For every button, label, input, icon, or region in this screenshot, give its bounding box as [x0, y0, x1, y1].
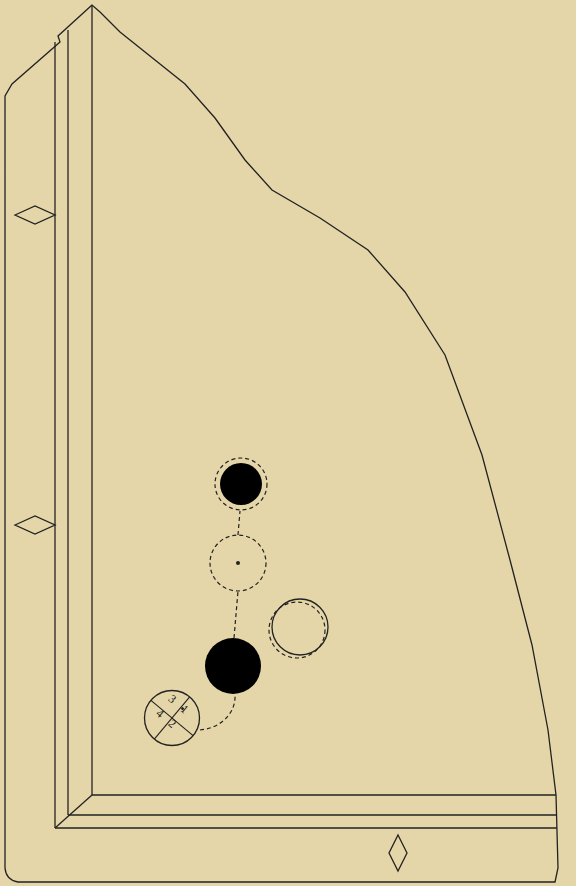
- cue-path: [200, 695, 235, 730]
- quadrant-number: 3: [166, 692, 178, 705]
- rail-line: [54, 42, 55, 828]
- object-ball-outline: [272, 599, 328, 655]
- ball-circle: [145, 691, 200, 746]
- corner-line: [55, 795, 92, 828]
- ball-path: [234, 591, 238, 638]
- quadrant-number: 2: [166, 717, 178, 730]
- rail-line: [55, 827, 557, 828]
- cushion-line: [92, 794, 556, 795]
- quadrant-number: 1: [179, 703, 191, 716]
- quadrant-number: 4: [154, 707, 166, 720]
- center-dot: [236, 561, 240, 565]
- object-ball: [220, 463, 262, 505]
- diamond-sight: [15, 206, 55, 224]
- diamond-sight: [15, 516, 55, 534]
- diamond-sight: [389, 835, 407, 871]
- table-outline: [5, 5, 558, 882]
- ghost-ball: [210, 535, 266, 591]
- cushion-line: [91, 5, 92, 795]
- ball-path: [238, 511, 240, 535]
- rail-line: [67, 30, 68, 815]
- object-ball: [205, 638, 261, 694]
- cue-ball: 12 34: [143, 689, 201, 747]
- rail-line: [68, 814, 557, 815]
- quadrant-line: [151, 700, 193, 735]
- ghost-ball: [215, 458, 267, 510]
